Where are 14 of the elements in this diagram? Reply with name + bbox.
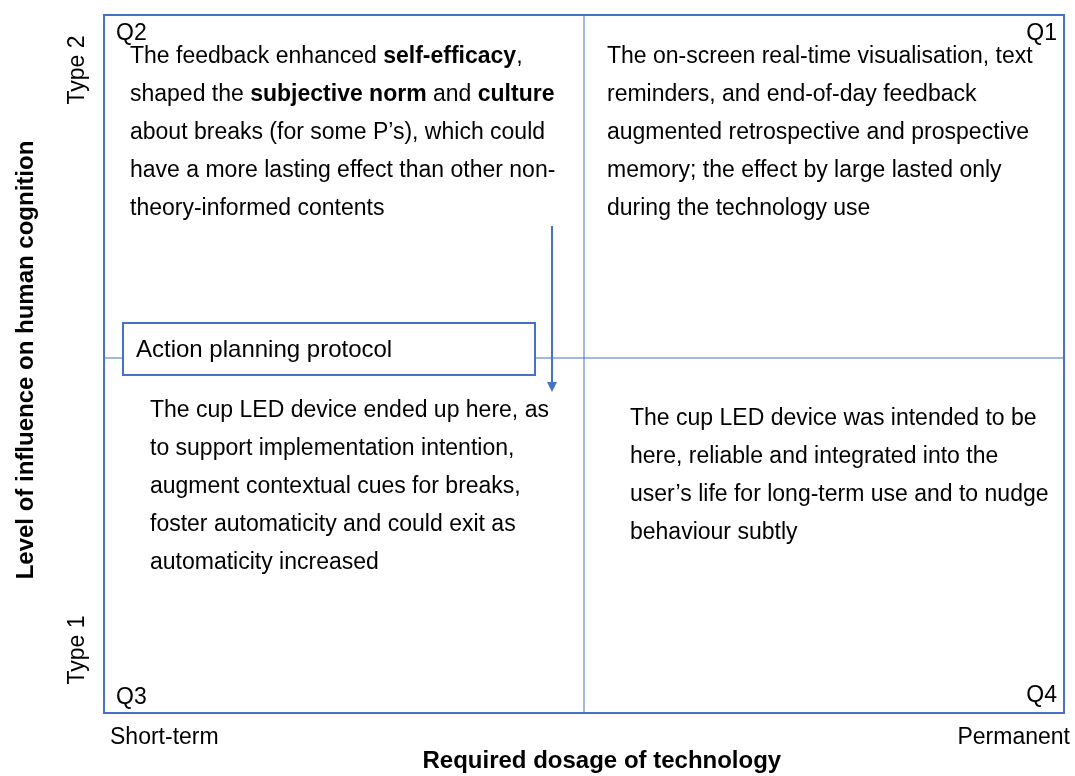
axis-tick-label: Type 1 bbox=[61, 615, 89, 685]
protocol-box: Action planning protocol bbox=[122, 322, 536, 376]
quadrant-label: Q4 bbox=[1026, 680, 1057, 708]
axis-tick-label: Permanent bbox=[957, 722, 1070, 750]
axis-tick-label: Short-term bbox=[110, 722, 219, 750]
quadrant-label: Q3 bbox=[116, 682, 147, 710]
axis-title: Level of influence on human cognition bbox=[10, 140, 39, 580]
quadrant-text: The cup LED device was intended to be here, reliable and integrated into the user’s life for long-term use and to nudge behaviour subtly bbox=[630, 398, 1050, 550]
arrow bbox=[547, 225, 557, 392]
quadrant-label: Q2 bbox=[116, 18, 147, 46]
axis-tick-label: Type 2 bbox=[61, 35, 89, 105]
axis-title: Required dosage of technology bbox=[422, 746, 782, 774]
quadrant-label: Q1 bbox=[1026, 18, 1057, 46]
quadrant-text: The cup LED device ended up here, as to support implementation intention, augment contextual cues for breaks, foster automaticity and could exit as automaticity increased bbox=[150, 390, 570, 580]
